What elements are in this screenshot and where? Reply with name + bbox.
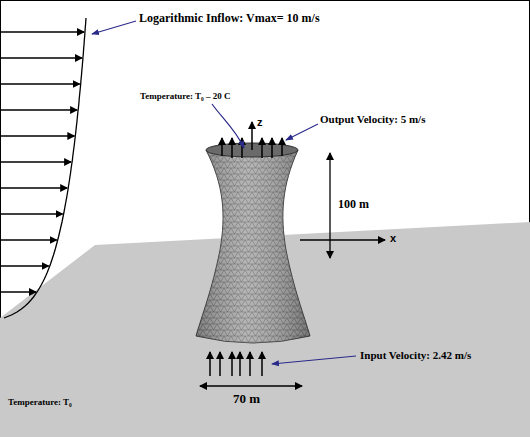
inflow-arrow	[0, 31, 84, 32]
inflow-arrow	[0, 135, 74, 136]
input-velocity-label: Input Velocity: 2.42 m/s	[360, 349, 471, 361]
z-axis	[251, 122, 253, 150]
ground-temperature-label: Temperature: T₀	[8, 398, 72, 408]
leader-lines	[92, 21, 356, 364]
inflow-arrow	[0, 265, 49, 266]
inflow-arrow	[0, 213, 63, 214]
inflow-arrow	[0, 109, 77, 110]
inflow-arrow	[0, 161, 71, 162]
width-dimension-label: 70 m	[233, 392, 260, 406]
cooling-tower	[196, 150, 310, 343]
inflow-arrow	[0, 239, 57, 240]
inflow-arrow	[0, 187, 67, 188]
inflow-profile	[0, 18, 86, 318]
inflow-arrow	[0, 291, 36, 292]
z-axis-label: z	[257, 116, 263, 128]
inflow-arrow	[0, 83, 80, 84]
width-dimension	[200, 385, 302, 386]
input-arrows	[210, 352, 262, 376]
x-axis-label: x	[390, 232, 396, 244]
output-velocity-label: Output Velocity: 5 m/s	[320, 113, 425, 125]
top-temperature-label: Temperature: T₀ – 20 C	[140, 92, 231, 102]
inflow-arrow	[0, 57, 82, 58]
height-dimension-label: 100 m	[338, 198, 369, 211]
inflow-label: Logarithmic Inflow: Vmax= 10 m/s	[139, 12, 320, 25]
height-dimension	[329, 153, 330, 258]
inflow-curve	[4, 18, 86, 318]
x-axis	[300, 239, 385, 241]
tower-shading	[196, 150, 310, 343]
